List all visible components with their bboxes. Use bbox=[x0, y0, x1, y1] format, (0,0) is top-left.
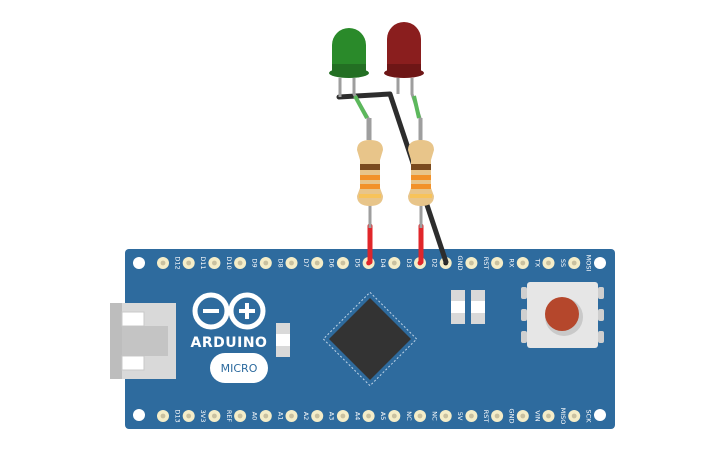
model-label: MICRO bbox=[221, 362, 258, 375]
mounting-hole bbox=[594, 257, 606, 269]
header-pin[interactable] bbox=[388, 257, 401, 269]
smd-capacitor bbox=[276, 323, 290, 357]
header-pin[interactable] bbox=[516, 257, 529, 269]
mounting-hole bbox=[133, 409, 145, 421]
header-pin[interactable] bbox=[157, 257, 169, 269]
pin-label: D7 bbox=[302, 258, 310, 267]
header-pin[interactable] bbox=[208, 410, 221, 422]
pin-label: MOSI bbox=[585, 255, 593, 272]
header-pin[interactable] bbox=[465, 257, 478, 269]
pin-label: MISO bbox=[559, 408, 567, 425]
header-pins-top: D12 D11 D10 D9 D8 D7 D6 D5 D4 D3 D2 GND RST RX TX SS MOS… bbox=[157, 255, 593, 272]
pin-label: A0 bbox=[251, 412, 259, 421]
pin-label: RST bbox=[482, 410, 490, 423]
mounting-hole bbox=[594, 409, 606, 421]
pin-label: D3 bbox=[405, 258, 413, 267]
header-pin[interactable] bbox=[311, 257, 324, 269]
pin-label: RST bbox=[482, 257, 490, 270]
pin-label: D5 bbox=[353, 258, 361, 267]
pin-label: D9 bbox=[251, 258, 259, 267]
header-pin[interactable] bbox=[182, 257, 195, 269]
header-pin[interactable] bbox=[336, 257, 349, 269]
brand-label: ARDUINO bbox=[191, 335, 268, 351]
header-pin[interactable] bbox=[388, 410, 401, 422]
usb-connector bbox=[110, 303, 176, 379]
header-pin[interactable] bbox=[542, 257, 555, 269]
pin-label: TX bbox=[533, 258, 541, 268]
header-pin[interactable] bbox=[208, 257, 221, 269]
header-pin[interactable] bbox=[259, 410, 272, 422]
model-badge: MICRO bbox=[210, 353, 268, 383]
green-led[interactable] bbox=[329, 28, 370, 140]
header-pin[interactable] bbox=[414, 410, 426, 422]
header-pin[interactable] bbox=[439, 410, 452, 422]
arduino-micro-board: ARDUINO MICRO bbox=[110, 249, 615, 429]
pin-label: NC bbox=[431, 411, 439, 421]
pin-label: RX bbox=[508, 259, 516, 269]
pin-label: D10 bbox=[225, 256, 233, 269]
pin-label: GND bbox=[456, 256, 464, 271]
pin-label: D4 bbox=[379, 258, 387, 267]
pin-label: D11 bbox=[199, 256, 207, 269]
pin-label: VIN bbox=[533, 410, 541, 421]
mounting-hole bbox=[133, 257, 145, 269]
pin-label: A4 bbox=[353, 412, 361, 421]
header-pin[interactable] bbox=[491, 257, 504, 269]
pin-label: D12 bbox=[174, 256, 182, 269]
pin-label: D2 bbox=[431, 258, 439, 267]
arduino-logo-icon bbox=[192, 292, 266, 330]
pin-label: NC bbox=[405, 411, 413, 421]
pin-label: 3V3 bbox=[199, 410, 207, 423]
resistor-2[interactable] bbox=[408, 118, 434, 228]
pin-label: SS bbox=[559, 259, 567, 267]
smd-capacitor bbox=[451, 290, 465, 324]
header-pin[interactable] bbox=[362, 410, 375, 422]
header-pin[interactable] bbox=[542, 410, 555, 422]
microcontroller-chip bbox=[322, 291, 418, 387]
header-pin[interactable] bbox=[311, 410, 324, 422]
header-pin[interactable] bbox=[336, 410, 349, 422]
pin-label: A5 bbox=[379, 412, 387, 421]
pin-label: D6 bbox=[328, 258, 336, 267]
header-pin[interactable] bbox=[285, 410, 298, 422]
header-pin[interactable] bbox=[516, 410, 529, 422]
header-pin[interactable] bbox=[182, 410, 195, 422]
header-pins-bottom: D13 3V3 REF A0 A1 A2 A3 A4 A5 NC NC 5V RST GND VIN MISO… bbox=[157, 408, 593, 425]
header-pin[interactable] bbox=[491, 410, 504, 422]
pin-label: SCK bbox=[585, 410, 593, 424]
pin-label: REF bbox=[225, 410, 233, 423]
pin-label: A2 bbox=[302, 412, 310, 421]
header-pin[interactable] bbox=[259, 257, 272, 269]
header-pin[interactable] bbox=[465, 410, 478, 422]
header-pin[interactable] bbox=[234, 410, 247, 422]
pin-label: D8 bbox=[276, 258, 284, 267]
smd-capacitor bbox=[471, 290, 485, 324]
pin-label: GND bbox=[508, 409, 516, 424]
pin-label: D13 bbox=[174, 409, 182, 422]
header-pin[interactable] bbox=[568, 257, 581, 269]
header-pin[interactable] bbox=[285, 257, 298, 269]
pin-label: 5V bbox=[456, 412, 464, 421]
header-pin[interactable] bbox=[234, 257, 247, 269]
reset-button[interactable] bbox=[521, 282, 604, 348]
header-pin[interactable] bbox=[568, 410, 581, 422]
resistor-1[interactable] bbox=[357, 118, 383, 228]
pin-label: A1 bbox=[276, 412, 284, 421]
header-pin[interactable] bbox=[157, 410, 169, 422]
pin-label: A3 bbox=[328, 412, 336, 421]
red-led[interactable] bbox=[384, 22, 424, 140]
